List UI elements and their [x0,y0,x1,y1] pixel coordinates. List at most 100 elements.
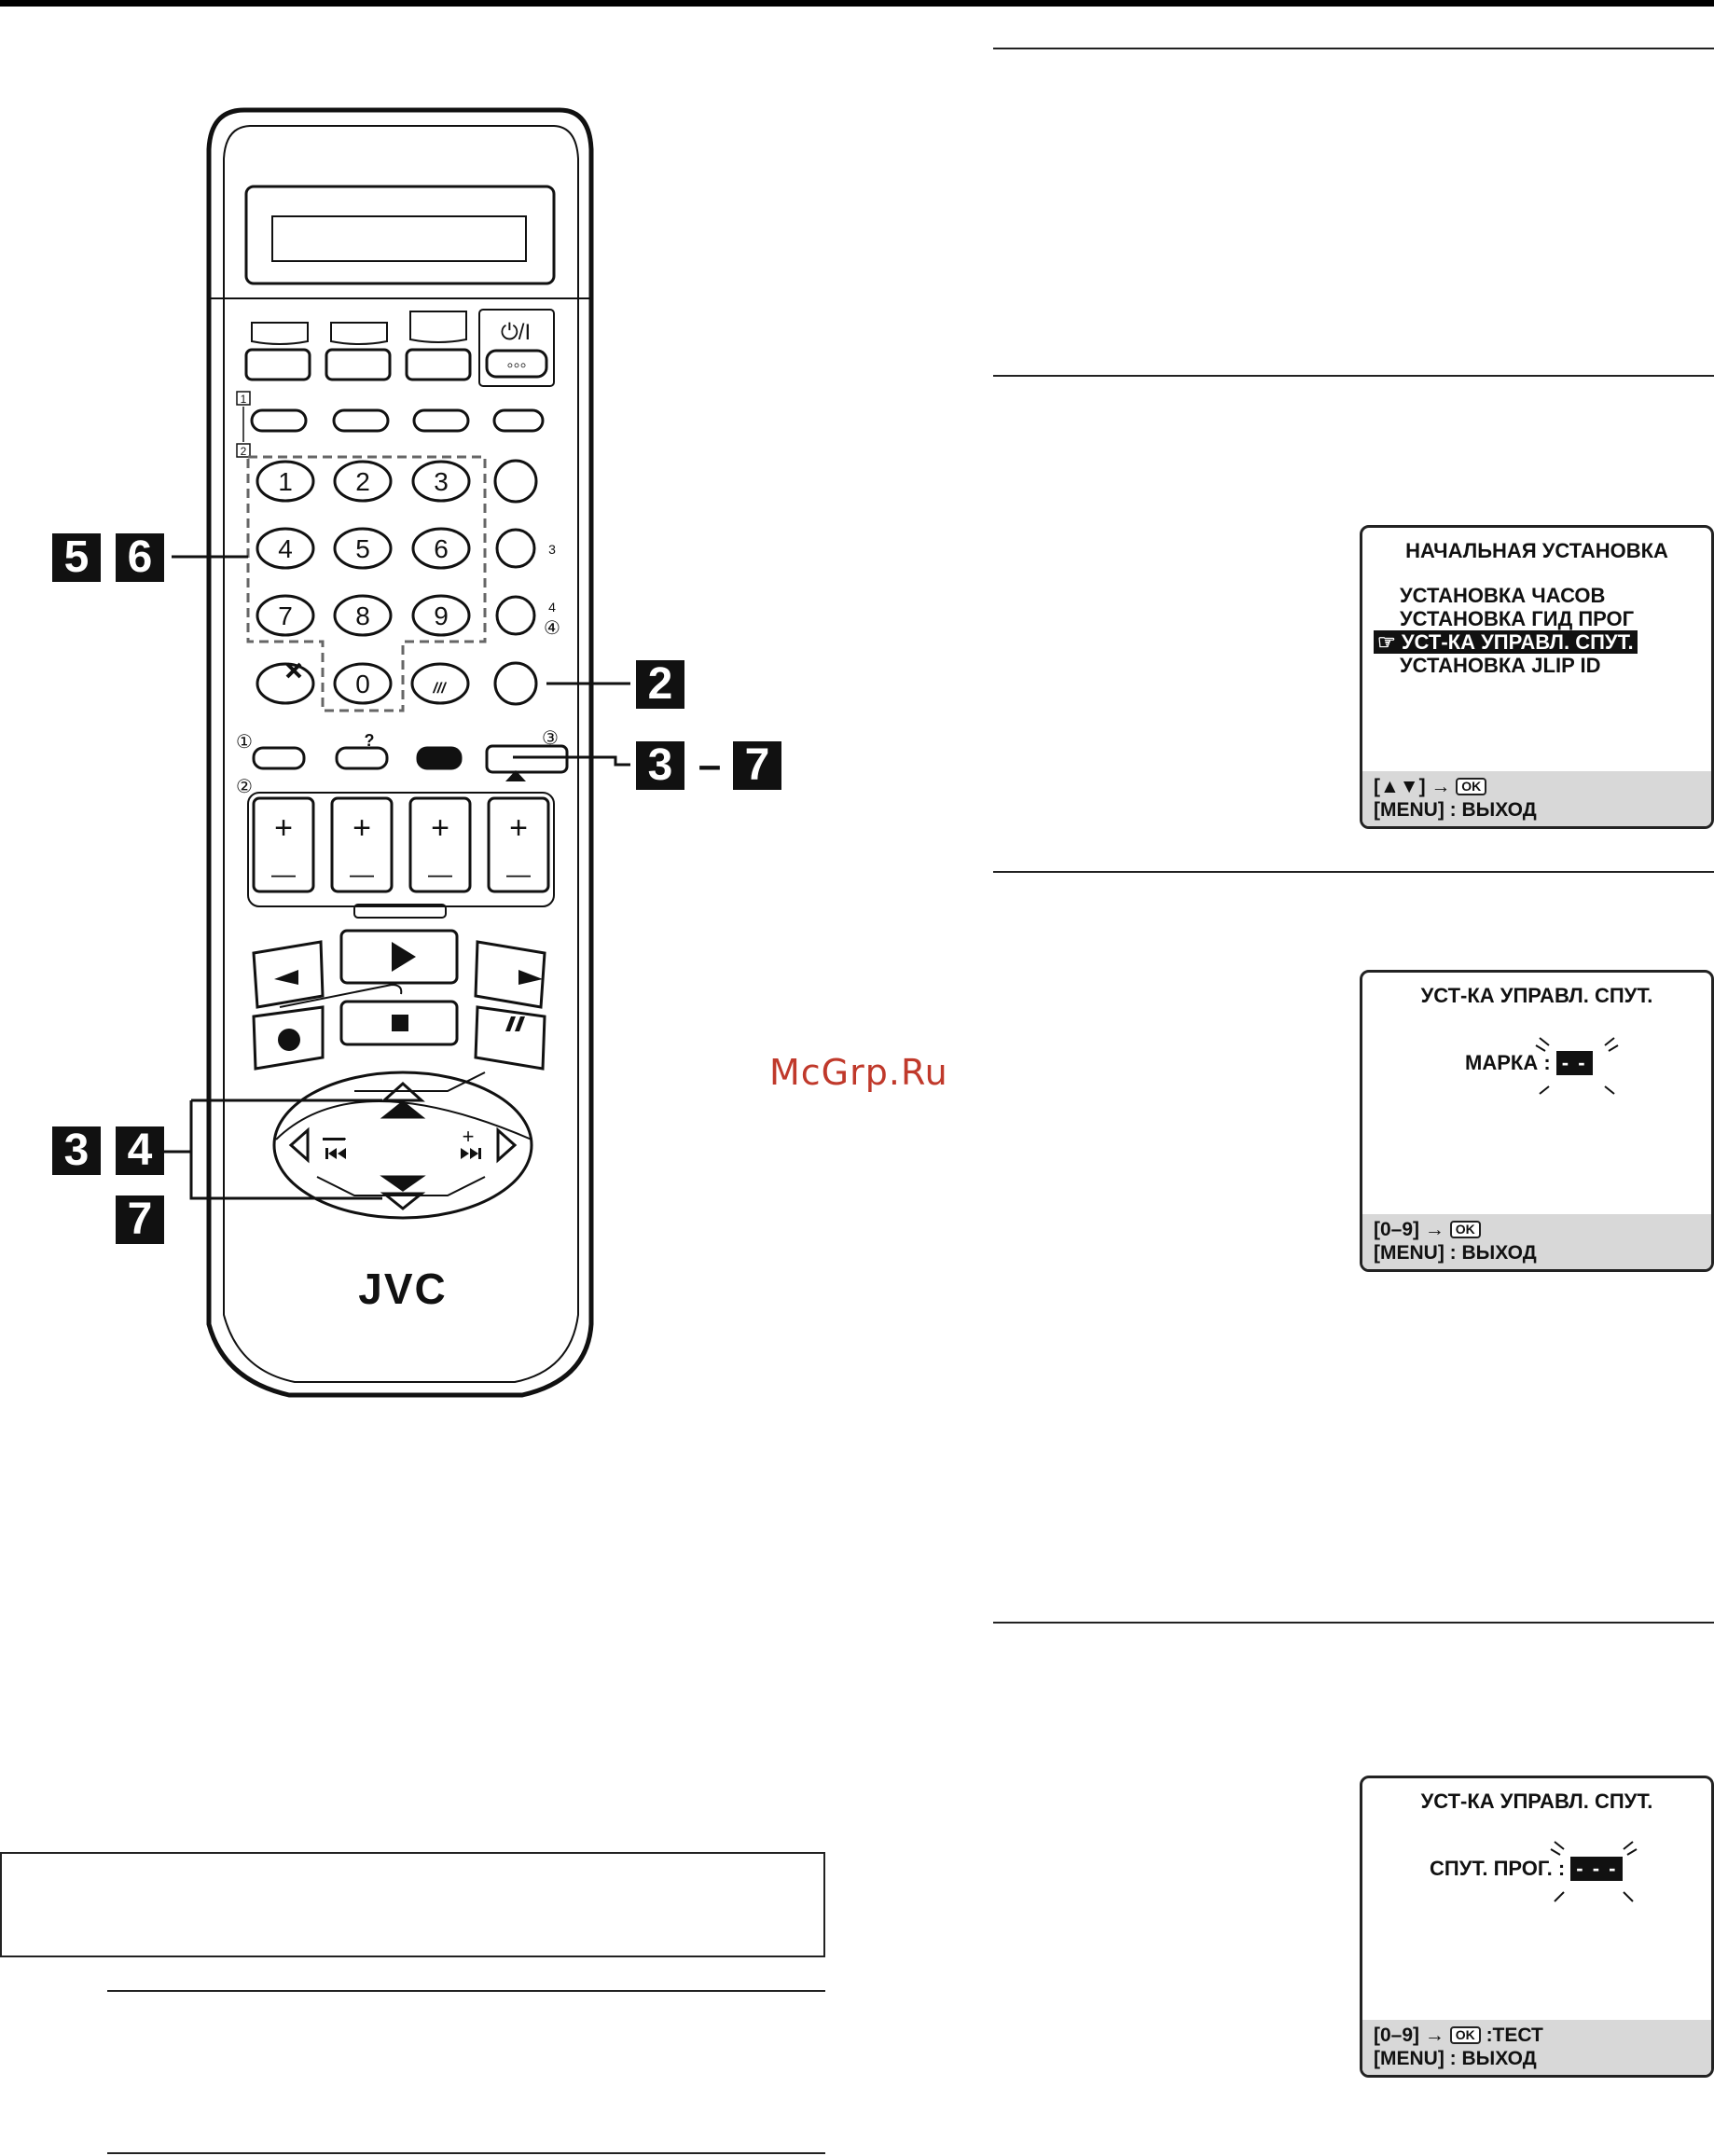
step-marker-3: 3 [52,1126,101,1175]
svg-text:///: /// [432,681,447,697]
step-marker-7: 7 [733,741,781,790]
svg-text:?: ? [365,731,375,750]
osd-sat-program: УСТ-КА УПРАВЛ. СПУТ. СПУТ. ПРОГ. : - - -… [1360,1776,1714,2078]
arrow-icon: → [1424,1219,1444,1240]
osd-footer: [0–9] → OK [MENU] : ВЫХОД [1362,1214,1711,1269]
remote-body [206,107,594,1398]
step-range-dash: – [698,742,722,788]
updown-keys: [▲▼] [1374,776,1426,797]
osd-item-clock: УСТАНОВКА ЧАСОВ [1400,584,1606,607]
svg-text:—: — [506,860,531,888]
ok-key-icon: OK [1456,778,1487,795]
section-rule [107,2152,825,2154]
osd-footer: [0–9] → OK :ТЕСТ [MENU] : ВЫХОД [1362,2020,1711,2075]
note-box [0,1852,825,1957]
key-5: 5 [355,534,370,563]
circle-mark-1: ① [236,732,253,753]
brand-logo: JVC [358,1265,447,1313]
osd-exit-hint: [MENU] : ВЫХОД [1374,2048,1537,2069]
rewind-button [252,940,325,1009]
svg-text:—: — [271,860,296,888]
osd-item-selected: ☞ УСТ-КА УПРАВЛ. СПУТ. [1374,630,1638,654]
svg-text:—: — [350,860,374,888]
side-mark-4: 4 [548,600,556,615]
menu-button [485,744,569,774]
arrow-icon: → [1431,776,1451,797]
osd-sat-brand: УСТ-КА УПРАВЛ. СПУТ. МАРКА : - - [0–9] →… [1360,970,1714,1272]
step-marker-5: 5 [52,533,101,582]
remote-display [271,215,527,262]
ok-key-icon: OK [1449,2026,1481,2044]
key-4: 4 [278,534,293,563]
section-rule [993,1622,1714,1624]
svg-text:—: — [329,1128,346,1147]
key-9: 9 [434,601,449,630]
osd-item-guide: УСТАНОВКА ГИД ПРОГ [1400,607,1635,630]
key-2: 2 [355,467,370,496]
top-border [0,0,1714,7]
osd-title: УСТ-КА УПРАВЛ. СПУТ. [1420,1790,1653,1813]
side-mark-1: 1 [241,393,247,406]
key-8: 8 [355,601,370,630]
blink-rays-icon [1535,1037,1619,1095]
key-1: 1 [278,467,293,496]
left-arrow [288,1126,310,1164]
watermark: McGrp.Ru [769,1052,948,1093]
tv-button [244,348,311,381]
up-arrow-outline [380,1081,425,1102]
brand-value: - - [1555,1051,1593,1075]
step-marker-3: 3 [636,741,684,790]
svg-text:+: + [274,810,293,846]
step-marker-2: 2 [636,660,684,709]
section-rule [993,375,1714,377]
osd-title: НАЧАЛЬНАЯ УСТАНОВКА [1405,539,1668,562]
vcr-button [325,348,392,381]
osd-footer: [▲▼] → OK [MENU] : ВЫХОД [1362,771,1711,826]
nav-pad [272,1071,533,1220]
osd-initial-setup: НАЧАЛЬНАЯ УСТАНОВКА УСТАНОВКА ЧАСОВ УСТА… [1360,525,1714,829]
circle-mark-2: ② [236,777,253,797]
osd-exit-hint: [MENU] : ВЫХОД [1374,1242,1537,1264]
sat-button [405,348,472,381]
side-mark-2: 2 [241,445,247,458]
stop-button [339,1000,459,1046]
key-7: 7 [278,601,293,630]
record-button [252,1005,325,1071]
test-hint: :ТЕСТ [1486,2025,1543,2046]
circle-mark-3: ③ [542,728,559,749]
down-arrow-outline [380,1192,426,1210]
program-label: СПУТ. ПРОГ. : [1430,1857,1566,1880]
remote-control-illustration: 1 2 3 4 5 6 7 8 9 0 ⏻/I ◦◦◦ 1 2 3 4 ① ② … [140,107,630,1398]
right-arrow [496,1126,518,1164]
ok-key-icon: OK [1449,1221,1481,1238]
osd-title: УСТ-КА УПРАВЛ. СПУТ. [1420,984,1653,1007]
svg-text:—: — [428,860,452,888]
dots-label: ◦◦◦ [506,355,526,376]
pause-button [474,1005,546,1071]
key-3: 3 [434,467,449,496]
digit-keys: [0–9] [1374,1219,1420,1240]
svg-text:+: + [509,810,528,846]
key-6: 6 [434,534,449,563]
brand-label: МАРКА : [1465,1051,1551,1074]
remote-inner-body [223,125,579,1383]
step-marker-6: 6 [116,533,164,582]
svg-text:+: + [463,1125,475,1148]
osd-item-sat-control: УСТ-КА УПРАВЛ. СПУТ. [1401,630,1634,654]
osd-item-jlip: УСТАНОВКА JLIP ID [1400,654,1601,677]
svg-text:+: + [431,810,449,846]
osd-field: МАРКА : - - [1465,1051,1593,1075]
section-rule [107,1990,825,1992]
power-label: ⏻/I [501,320,531,345]
up-arrow-filled [380,1100,426,1119]
play-button [339,929,459,985]
blink-rays-icon [1550,1841,1638,1902]
ffwd-button [474,940,546,1009]
down-arrow-filled [380,1175,426,1192]
key-0: 0 [355,670,370,698]
side-mark-3: 3 [548,542,556,557]
step-marker-7: 7 [116,1195,164,1244]
osd-exit-hint: [MENU] : ВЫХОД [1374,799,1537,821]
svg-text:+: + [352,810,371,846]
digit-keys: [0–9] [1374,2025,1420,2046]
